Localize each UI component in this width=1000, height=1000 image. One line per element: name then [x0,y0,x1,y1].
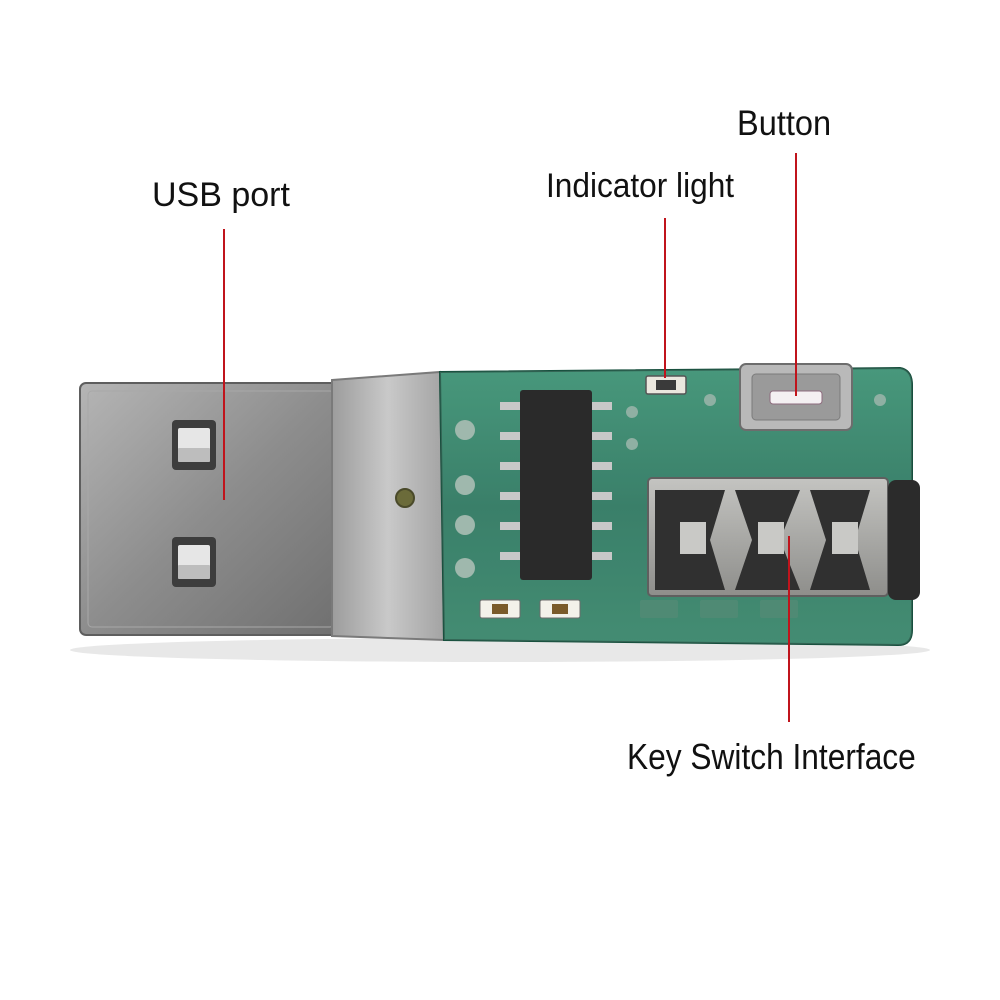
indicator-led [645,375,687,395]
label-indicator-light: Indicator light [546,167,735,205]
device-shadow [70,638,930,662]
usb-contact-window-top [172,420,216,470]
leader-lines [223,153,797,722]
usb-contact-window-bottom [172,537,216,587]
pcb-board [438,363,920,647]
tactile-button [739,363,853,431]
pcb-components [479,394,886,619]
key-switch-jack [647,477,920,600]
usb-collar [331,370,446,642]
label-key-switch-interface: Key Switch Interface [627,736,916,777]
label-usb-port: USB port [152,176,290,214]
label-button: Button [737,104,832,143]
ic-chip [500,390,612,580]
pcb-pads-left [455,420,475,578]
usb-plug [79,382,343,636]
